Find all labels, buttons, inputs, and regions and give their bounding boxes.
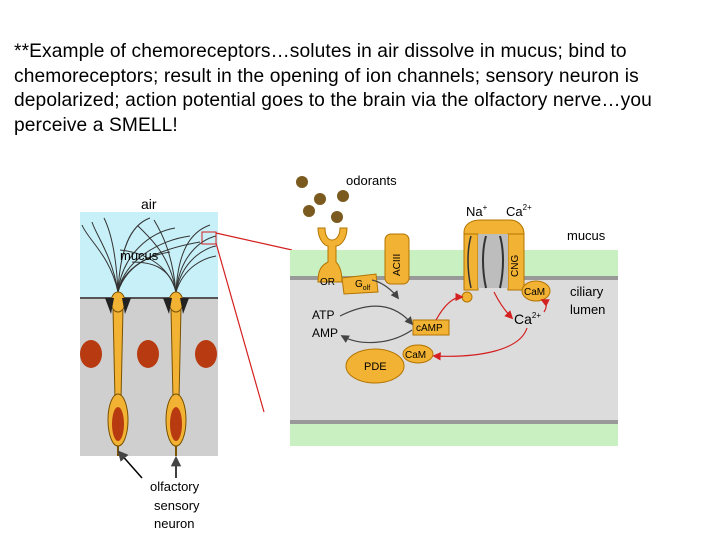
- neuron-label-line2: sensory: [154, 498, 200, 513]
- cilium-lumen: [290, 280, 618, 422]
- ca-inner-main: Ca: [514, 311, 532, 327]
- na-label: Na+: [466, 203, 488, 219]
- g-label: Golf: [355, 279, 370, 292]
- odorant-molecule: [331, 211, 343, 223]
- receptor-neuron-2: [163, 291, 189, 456]
- atp-label: ATP: [312, 308, 334, 322]
- lumen-label: lumen: [570, 302, 605, 317]
- odorant-molecule: [303, 205, 315, 217]
- zoom-box: [201, 231, 217, 245]
- support-nucleus-1: [80, 340, 102, 368]
- mucus-band: [290, 250, 618, 276]
- atp-to-camp-arrow: [339, 305, 414, 326]
- camp-label: cAMP: [416, 323, 443, 334]
- cam-on-channel: CaM: [521, 280, 551, 302]
- na-sup: +: [483, 203, 488, 212]
- mucus-label-left: mucus: [120, 248, 159, 263]
- cng-label: CNG: [510, 255, 521, 277]
- membrane-bilayer-bottom: [290, 420, 618, 424]
- ca-to-cam-arrow: [540, 299, 550, 313]
- amp-label: AMP: [312, 326, 338, 340]
- lower-band: [290, 424, 618, 446]
- aciii-label: ACIII: [392, 254, 403, 276]
- or-label: OR: [320, 277, 335, 288]
- odorant-molecule: [337, 190, 349, 202]
- odorant-molecule: [314, 193, 326, 205]
- camp-box: cAMP: [412, 319, 450, 336]
- odorant-molecule: [296, 176, 308, 188]
- odorants-label: odorants: [346, 173, 397, 188]
- neuron-label-line3: neuron: [154, 516, 194, 531]
- g-olf-protein: Golf: [341, 273, 379, 295]
- pde-label: PDE: [364, 361, 387, 373]
- ca-top-main: Ca: [506, 204, 523, 219]
- membrane-bilayer-top: [290, 276, 618, 280]
- g-sub: olf: [363, 285, 370, 292]
- cam-channel-label: CaM: [524, 287, 545, 298]
- left-panel: air mucus olfactory sensory neuron: [80, 196, 218, 531]
- right-panel: odorants OR Golf ACIII CNG: [290, 173, 618, 446]
- receptor-neuron-1: [105, 291, 131, 456]
- ca-inner-label: Ca2+: [514, 311, 541, 327]
- neuron-label-line1: olfactory: [150, 479, 200, 494]
- camp-bound-dot: [461, 291, 473, 303]
- ciliary-label: ciliary: [570, 284, 604, 299]
- cng-channel: CNG: [463, 219, 525, 291]
- cilia: [81, 217, 217, 293]
- zoom-line-bottom: [215, 242, 265, 413]
- aciii-enzyme: ACIII: [384, 233, 410, 285]
- epithelium-region: [80, 298, 218, 456]
- support-nucleus-2: [137, 340, 159, 368]
- air-region: [80, 212, 218, 250]
- cam-pde-label: CaM: [405, 350, 426, 361]
- ca-top-sup: 2+: [523, 203, 532, 212]
- zoom-line-top: [215, 232, 293, 251]
- ca-top-label: Ca2+: [506, 203, 532, 219]
- cam-on-pde: CaM: [402, 344, 434, 364]
- ca-inner-sup: 2+: [532, 311, 541, 320]
- mucus-label-right: mucus: [567, 228, 606, 243]
- olfactory-receptor: OR: [317, 227, 348, 288]
- camp-to-cng-arrow: [435, 292, 464, 321]
- pde-enzyme: PDE: [345, 348, 405, 384]
- support-nucleus-3: [195, 340, 217, 368]
- air-label: air: [141, 196, 157, 212]
- g-main: G: [355, 279, 363, 290]
- ca-to-pde-arrow: [432, 327, 528, 361]
- ca-influx-arrow: [493, 291, 514, 320]
- camp-to-amp-arrow: [340, 329, 413, 344]
- axon-arrow-1: [117, 450, 143, 479]
- na-main: Na: [466, 204, 483, 219]
- caption-text: **Example of chemoreceptors…solutes in a…: [14, 41, 652, 136]
- g-to-ac-arrow: [371, 279, 400, 300]
